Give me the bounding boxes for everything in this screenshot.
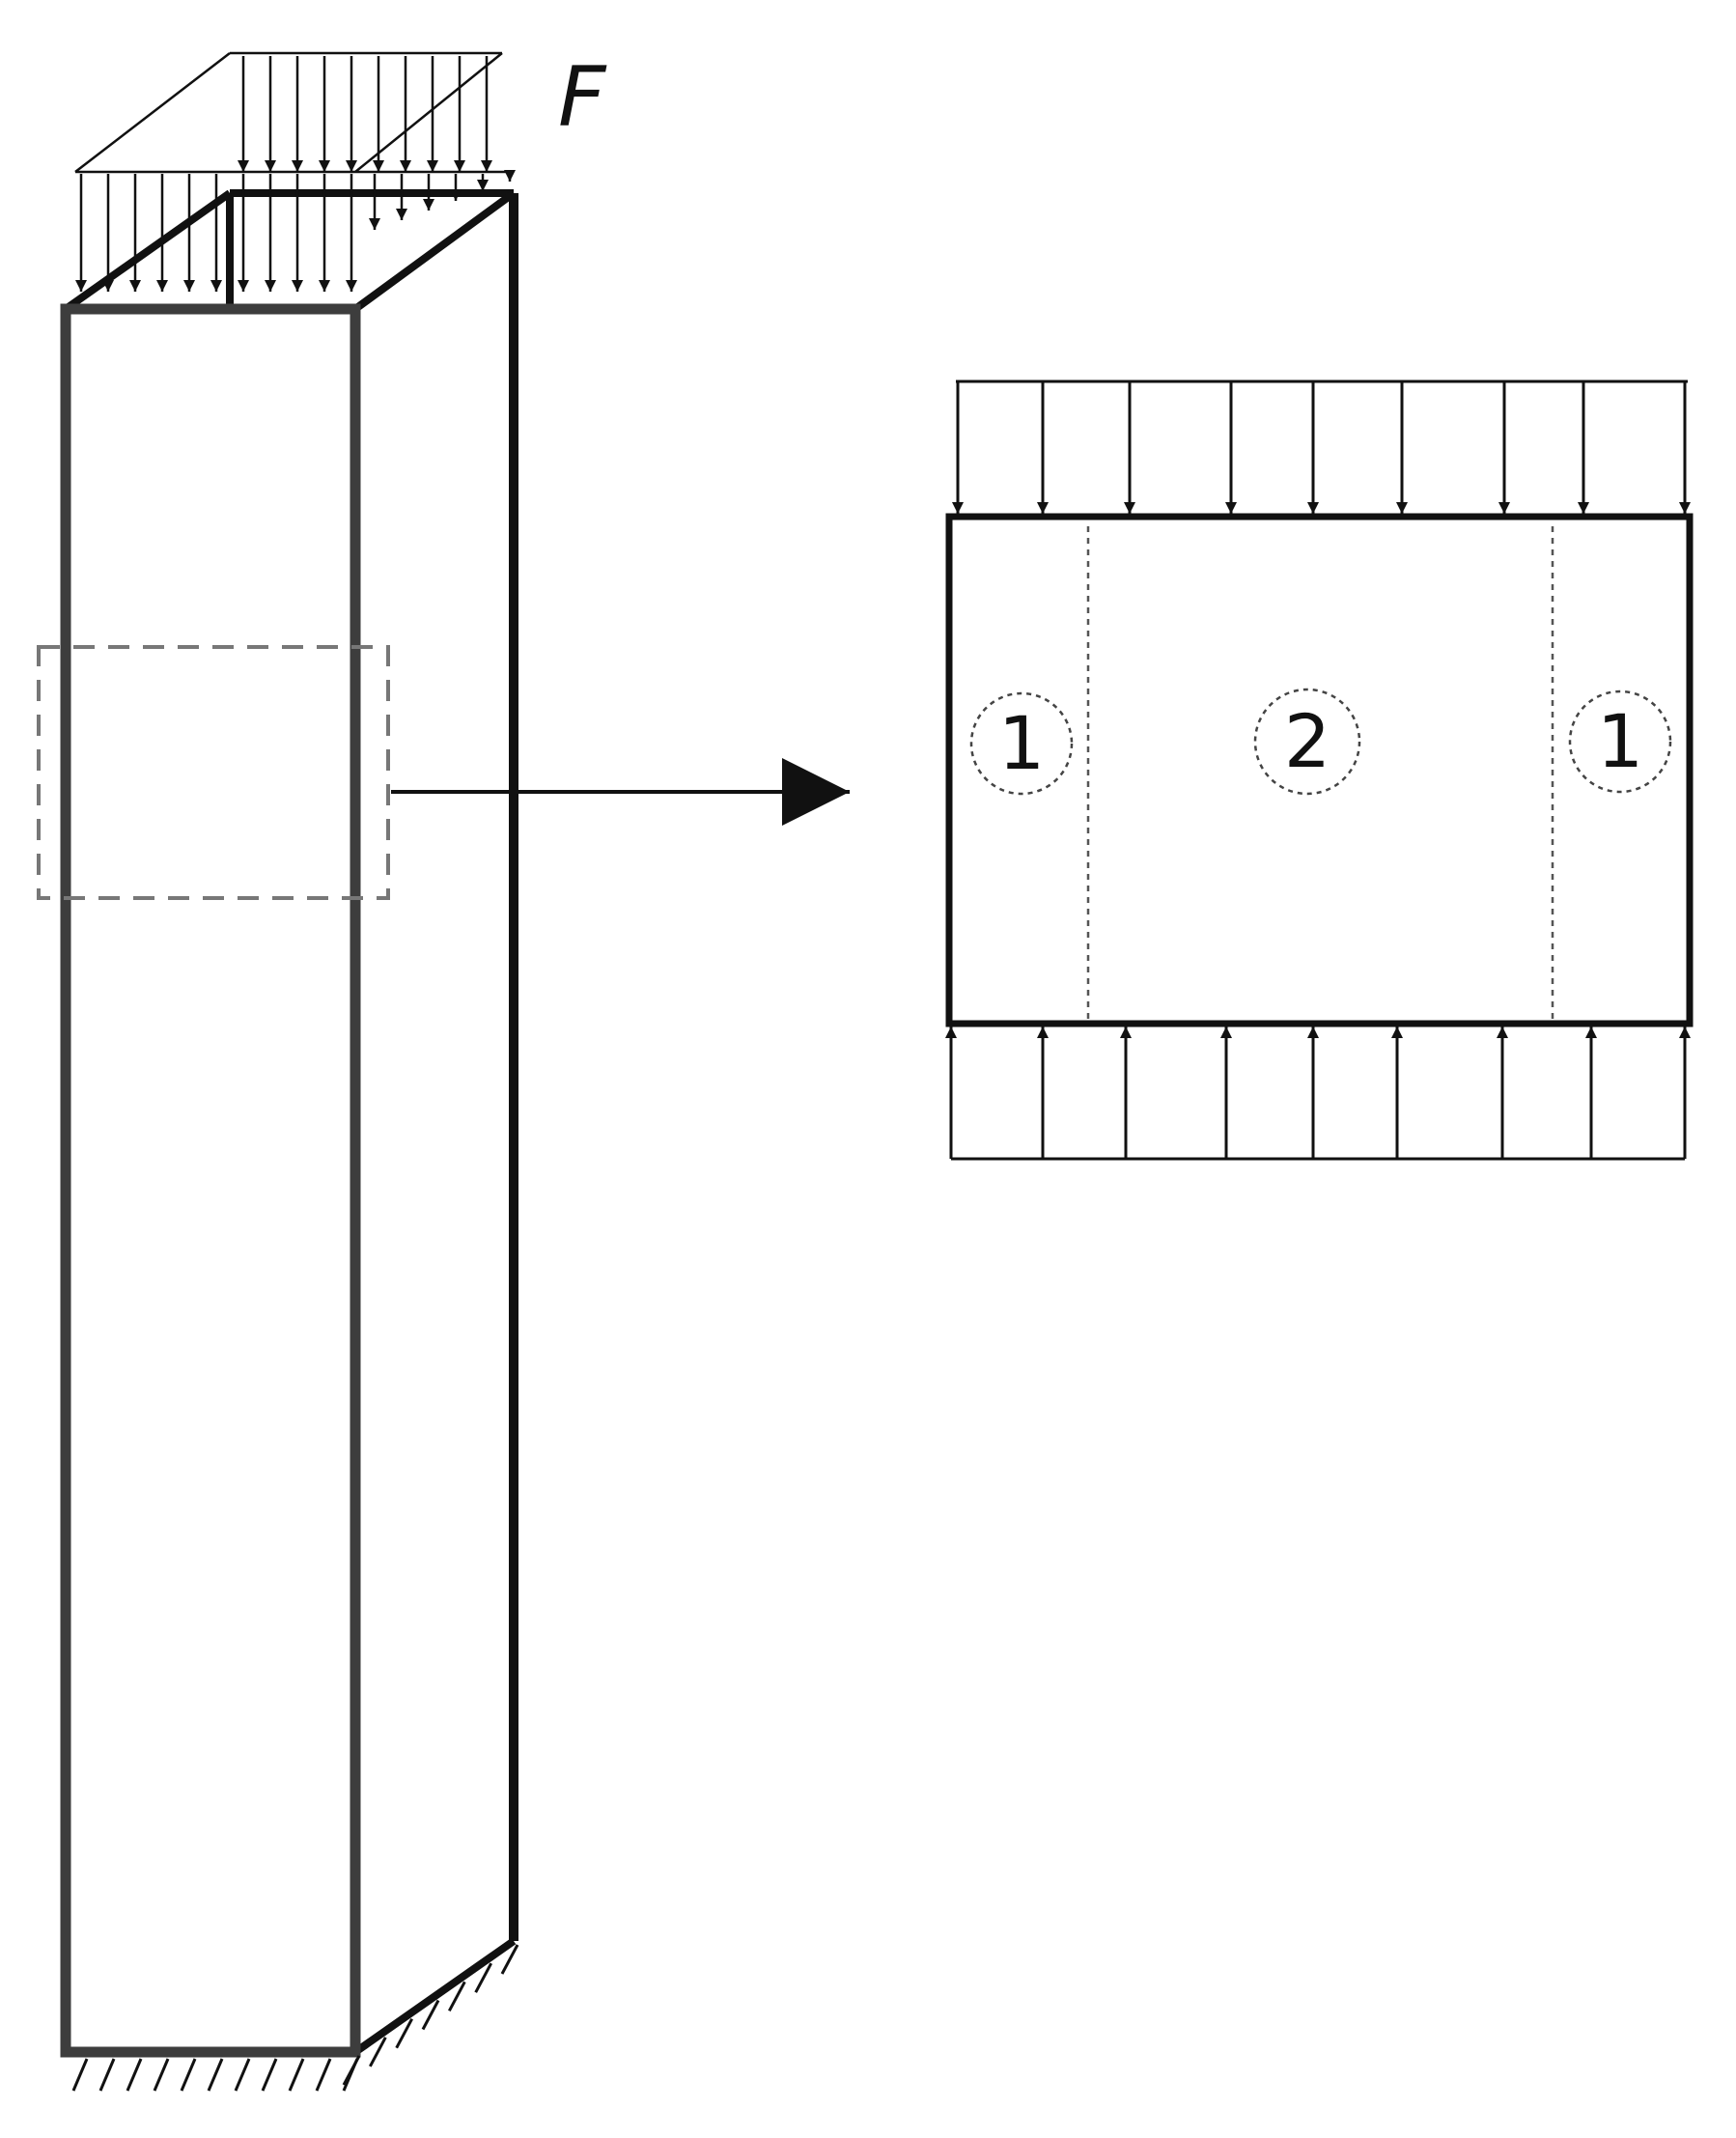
column-top-right-edge bbox=[352, 189, 517, 313]
column-front-face bbox=[60, 303, 361, 2058]
load-label-F: F bbox=[558, 49, 607, 146]
detail-bottom-reaction-arrows bbox=[945, 1027, 1691, 1159]
hatch-stroke bbox=[342, 2055, 361, 2086]
svg-text:1: 1 bbox=[998, 700, 1045, 786]
column-top-left-edge bbox=[63, 189, 233, 313]
hatch-stroke bbox=[71, 2058, 89, 2092]
hatch-stroke bbox=[261, 2058, 278, 2092]
hatch-stroke bbox=[369, 2037, 387, 2068]
hatch-stroke bbox=[180, 2058, 197, 2092]
section-plate bbox=[945, 513, 1694, 1027]
hatch-stroke bbox=[126, 2058, 143, 2092]
svg-text:2: 2 bbox=[1284, 698, 1330, 784]
hatch-stroke bbox=[153, 2058, 170, 2092]
hatch-stroke bbox=[98, 2058, 116, 2092]
column-bottom-right-edge bbox=[352, 1937, 517, 2056]
hatch-stroke bbox=[207, 2058, 224, 2092]
section-detail: 1 2 1 bbox=[945, 380, 1694, 1161]
section-window bbox=[37, 645, 390, 900]
hatch-stroke bbox=[500, 1944, 519, 1975]
distributed-load-top bbox=[74, 51, 516, 292]
zone-label-right: 1 bbox=[1568, 689, 1672, 794]
zone-label-left: 1 bbox=[969, 691, 1074, 796]
hatch-stroke bbox=[421, 1999, 440, 2031]
column-3d: F bbox=[37, 49, 607, 2092]
hatch-stroke bbox=[288, 2058, 305, 2092]
hatch-stroke bbox=[395, 2017, 413, 2049]
zone-label-center: 2 bbox=[1253, 688, 1361, 796]
fixed-support-hatch-side bbox=[342, 1944, 519, 2086]
hatch-stroke bbox=[315, 2058, 332, 2092]
hatch-stroke bbox=[474, 1962, 492, 1993]
hatch-stroke bbox=[234, 2058, 251, 2092]
fixed-support-hatch bbox=[71, 2058, 359, 2092]
detail-top-load-arrows bbox=[952, 381, 1691, 514]
svg-text:1: 1 bbox=[1597, 698, 1643, 784]
hatch-stroke bbox=[448, 1981, 466, 2012]
